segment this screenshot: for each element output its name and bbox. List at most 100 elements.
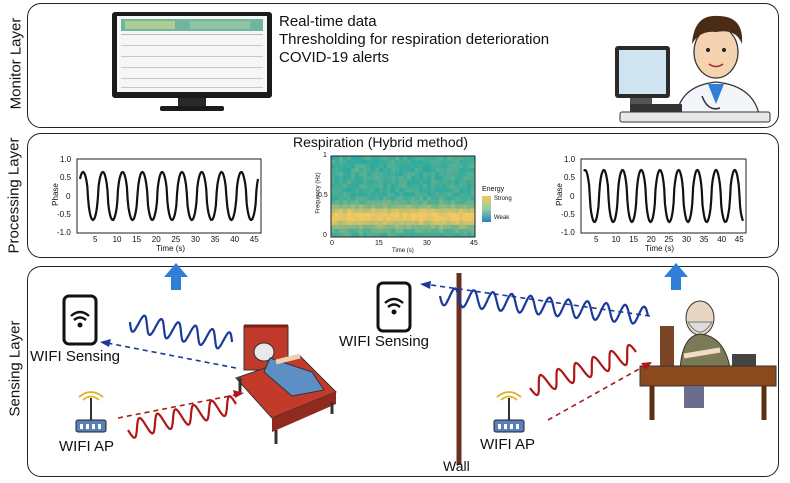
spectrogram-cell xyxy=(427,176,432,181)
spectrogram-cell xyxy=(423,164,428,169)
spectrogram-cell xyxy=(347,200,352,205)
spectrogram-cell xyxy=(335,188,340,193)
spectrogram-cell xyxy=(371,232,376,238)
spectrogram-cell xyxy=(375,156,380,161)
spectrogram-cell xyxy=(339,208,344,213)
spectrogram-cell xyxy=(371,160,376,165)
spectrogram-cell xyxy=(447,168,452,173)
spectrogram-cell xyxy=(335,172,340,177)
spectrogram-cell xyxy=(471,168,476,173)
spectrogram-cell xyxy=(407,168,412,173)
left-plot-xtick: 5 xyxy=(93,235,98,244)
spectrogram-cell xyxy=(363,212,368,218)
spectrogram-cell xyxy=(339,184,344,189)
spectrogram-cell xyxy=(467,208,472,213)
spectrogram-cell xyxy=(447,200,452,205)
spectrogram-cell xyxy=(407,228,412,234)
spectrogram-cell xyxy=(423,232,428,238)
spectrogram-cell xyxy=(371,176,376,181)
spectrogram-cell xyxy=(335,168,340,173)
spectrogram-cell xyxy=(379,208,384,213)
spectrogram-cell xyxy=(399,208,404,213)
spectrogram-cell xyxy=(371,228,376,234)
spectrogram-cell xyxy=(359,220,364,226)
spectrogram-cell xyxy=(379,204,384,209)
spectrogram-cell xyxy=(455,224,460,230)
spectrogram-cell xyxy=(359,172,364,177)
spectrogram-cell xyxy=(467,212,472,218)
spectrogram-cell xyxy=(407,176,412,181)
spectrogram-cell xyxy=(407,216,412,222)
spectrogram-cell xyxy=(463,208,468,213)
spectrogram-cell xyxy=(431,208,436,213)
spectrogram-cell xyxy=(351,164,356,169)
spectrogram-cell xyxy=(363,200,368,205)
left-plot-ytick-2: 0.5 xyxy=(60,173,72,182)
spectrogram-cell xyxy=(347,168,352,173)
spectrogram-cell xyxy=(379,184,384,189)
transmit-signal-arrow-left xyxy=(117,393,241,419)
spectrogram-cell xyxy=(471,232,476,238)
spectrogram-cell xyxy=(387,212,392,218)
right-plot-xtick: 35 xyxy=(699,235,709,244)
spectrogram-cell xyxy=(351,232,356,238)
spectrogram-cell xyxy=(435,160,440,165)
spectrogram-cell xyxy=(331,212,336,218)
spectrogram-cell xyxy=(411,212,416,218)
spectrogram-cell xyxy=(431,224,436,230)
spectrogram-cell xyxy=(355,200,360,205)
spectrogram-cell xyxy=(435,216,440,222)
spectrogram-cell xyxy=(431,216,436,222)
spectrogram-cell xyxy=(367,224,372,230)
spectrogram-cell xyxy=(423,184,428,189)
spectrogram-cell xyxy=(395,232,400,238)
spectrogram-cell xyxy=(395,184,400,189)
spectrogram-cell xyxy=(391,224,396,230)
spectrogram-cell xyxy=(339,232,344,238)
spectrogram-cell xyxy=(459,208,464,213)
spectrogram-cell xyxy=(399,192,404,197)
spectrogram-cell xyxy=(411,200,416,205)
spectrogram-cell xyxy=(359,196,364,201)
spectrogram-cell xyxy=(415,200,420,205)
spectrogram-cell xyxy=(379,216,384,222)
spectrogram-cell xyxy=(351,184,356,189)
left-plot-ytick-3: 0 xyxy=(66,192,71,201)
spectrogram-cell xyxy=(343,188,348,193)
spectrogram-cell xyxy=(455,164,460,169)
spectrogram-cell xyxy=(375,220,380,226)
spectrogram-cell xyxy=(447,204,452,209)
spectrogram-cell xyxy=(375,216,380,222)
spectrogram-cell xyxy=(347,180,352,185)
spectrogram-cell xyxy=(379,168,384,173)
spectrogram-cell xyxy=(415,188,420,193)
spectrogram-cell xyxy=(455,216,460,222)
spectrogram-cell xyxy=(415,232,420,238)
spectrogram-cell xyxy=(347,204,352,209)
spectrogram-cell xyxy=(399,168,404,173)
spectrogram-cell xyxy=(435,208,440,213)
spectrogram-cell xyxy=(455,208,460,213)
spectrogram-cell xyxy=(439,204,444,209)
spectrogram-cell xyxy=(347,160,352,165)
transmit-signal-wave-right xyxy=(529,343,637,397)
left-plot-xtick: 40 xyxy=(230,235,240,244)
monitor-line-alerts: COVID-19 alerts xyxy=(279,49,390,66)
spectrogram-cell xyxy=(339,160,344,165)
spectrogram-cell xyxy=(431,188,436,193)
spectrogram-cell xyxy=(383,164,388,169)
spectrogram-cell xyxy=(447,196,452,201)
right-plot-ytick-5: -1.0 xyxy=(561,228,575,237)
spectrogram-cell xyxy=(439,220,444,226)
spectrogram-cell xyxy=(391,232,396,238)
spectrogram-cell xyxy=(411,164,416,169)
spectrogram-cell xyxy=(403,220,408,226)
spectrogram-cell xyxy=(343,160,348,165)
spectrogram-cell xyxy=(415,168,420,173)
spectrogram-cell xyxy=(431,164,436,169)
spectrogram-cell xyxy=(415,204,420,209)
spectrogram-cell xyxy=(363,180,368,185)
spectrogram-cell xyxy=(403,164,408,169)
spectrogram-cell xyxy=(451,184,456,189)
spectrogram-cell xyxy=(363,220,368,226)
